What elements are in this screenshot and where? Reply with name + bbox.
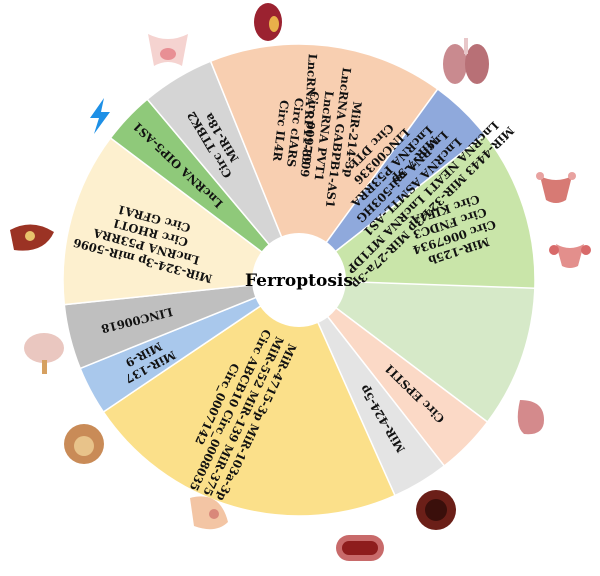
ovary-icon <box>549 244 591 268</box>
uterus-icon <box>536 172 576 203</box>
kidney-icon <box>254 3 282 41</box>
sector-thyroid <box>296 133 536 290</box>
lung-icon <box>443 38 489 84</box>
colon-tumor-icon <box>416 490 456 530</box>
brain-icon <box>24 333 64 374</box>
breast-icon <box>190 496 228 530</box>
sector-stomach <box>102 278 396 517</box>
liver-icon <box>10 224 54 251</box>
sector-breast <box>62 136 301 306</box>
sector-group <box>62 43 536 517</box>
sector-liver <box>209 43 439 282</box>
stomach-icon <box>517 400 544 435</box>
blood-vessel-icon <box>336 535 384 561</box>
center-circle <box>252 233 346 327</box>
sector-label-kidney: LncRNA RP11-89 <box>299 53 320 165</box>
organ-icon-group <box>10 3 591 561</box>
thyroid-icon <box>148 34 188 66</box>
sector-label-line: LncRNA RP11-89 <box>299 53 320 165</box>
center-label: Ferroptosis <box>245 271 353 291</box>
prostate-icon <box>64 424 104 464</box>
lightning-icon <box>90 98 110 134</box>
